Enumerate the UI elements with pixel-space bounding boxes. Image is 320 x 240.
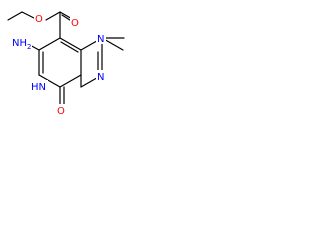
molecule-diagram: O O NH2 N N HN O [7, 11, 125, 117]
ring-nitrogen-top-bg [96, 32, 106, 44]
amino-bg [12, 36, 32, 48]
ring-nitrogen-bottom-bg [96, 70, 106, 82]
carbonyl-oxygen-label: O [71, 18, 79, 29]
ring-left-bond-1 [38, 37, 61, 51]
ester-oxygen-label: O [35, 14, 43, 25]
ring-nh-label: HN [31, 82, 46, 93]
ring-left-bond-3 [38, 74, 61, 88]
ester-oxygen-bg [34, 12, 44, 24]
amino-label: NH2 [12, 38, 31, 51]
ester-bond [45, 11, 61, 21]
structure-canvas: O O NH2 N N HN O [0, 0, 126, 127]
carbonyl-oxygen-bg [70, 16, 80, 28]
ring-nh-bg [30, 80, 48, 92]
ring-left-bond-6 [59, 37, 82, 51]
ring-left-bond-6-double [60, 41, 79, 53]
lactam-oxygen-bg [56, 104, 68, 116]
ring-left-bond-4 [59, 74, 82, 88]
ethyl-bond-1 [7, 11, 23, 21]
lactam-oxygen-label: O [57, 106, 65, 117]
ring-nitrogen-top-label: N [97, 34, 104, 45]
ring-nitrogen-bottom-label: N [97, 72, 104, 83]
